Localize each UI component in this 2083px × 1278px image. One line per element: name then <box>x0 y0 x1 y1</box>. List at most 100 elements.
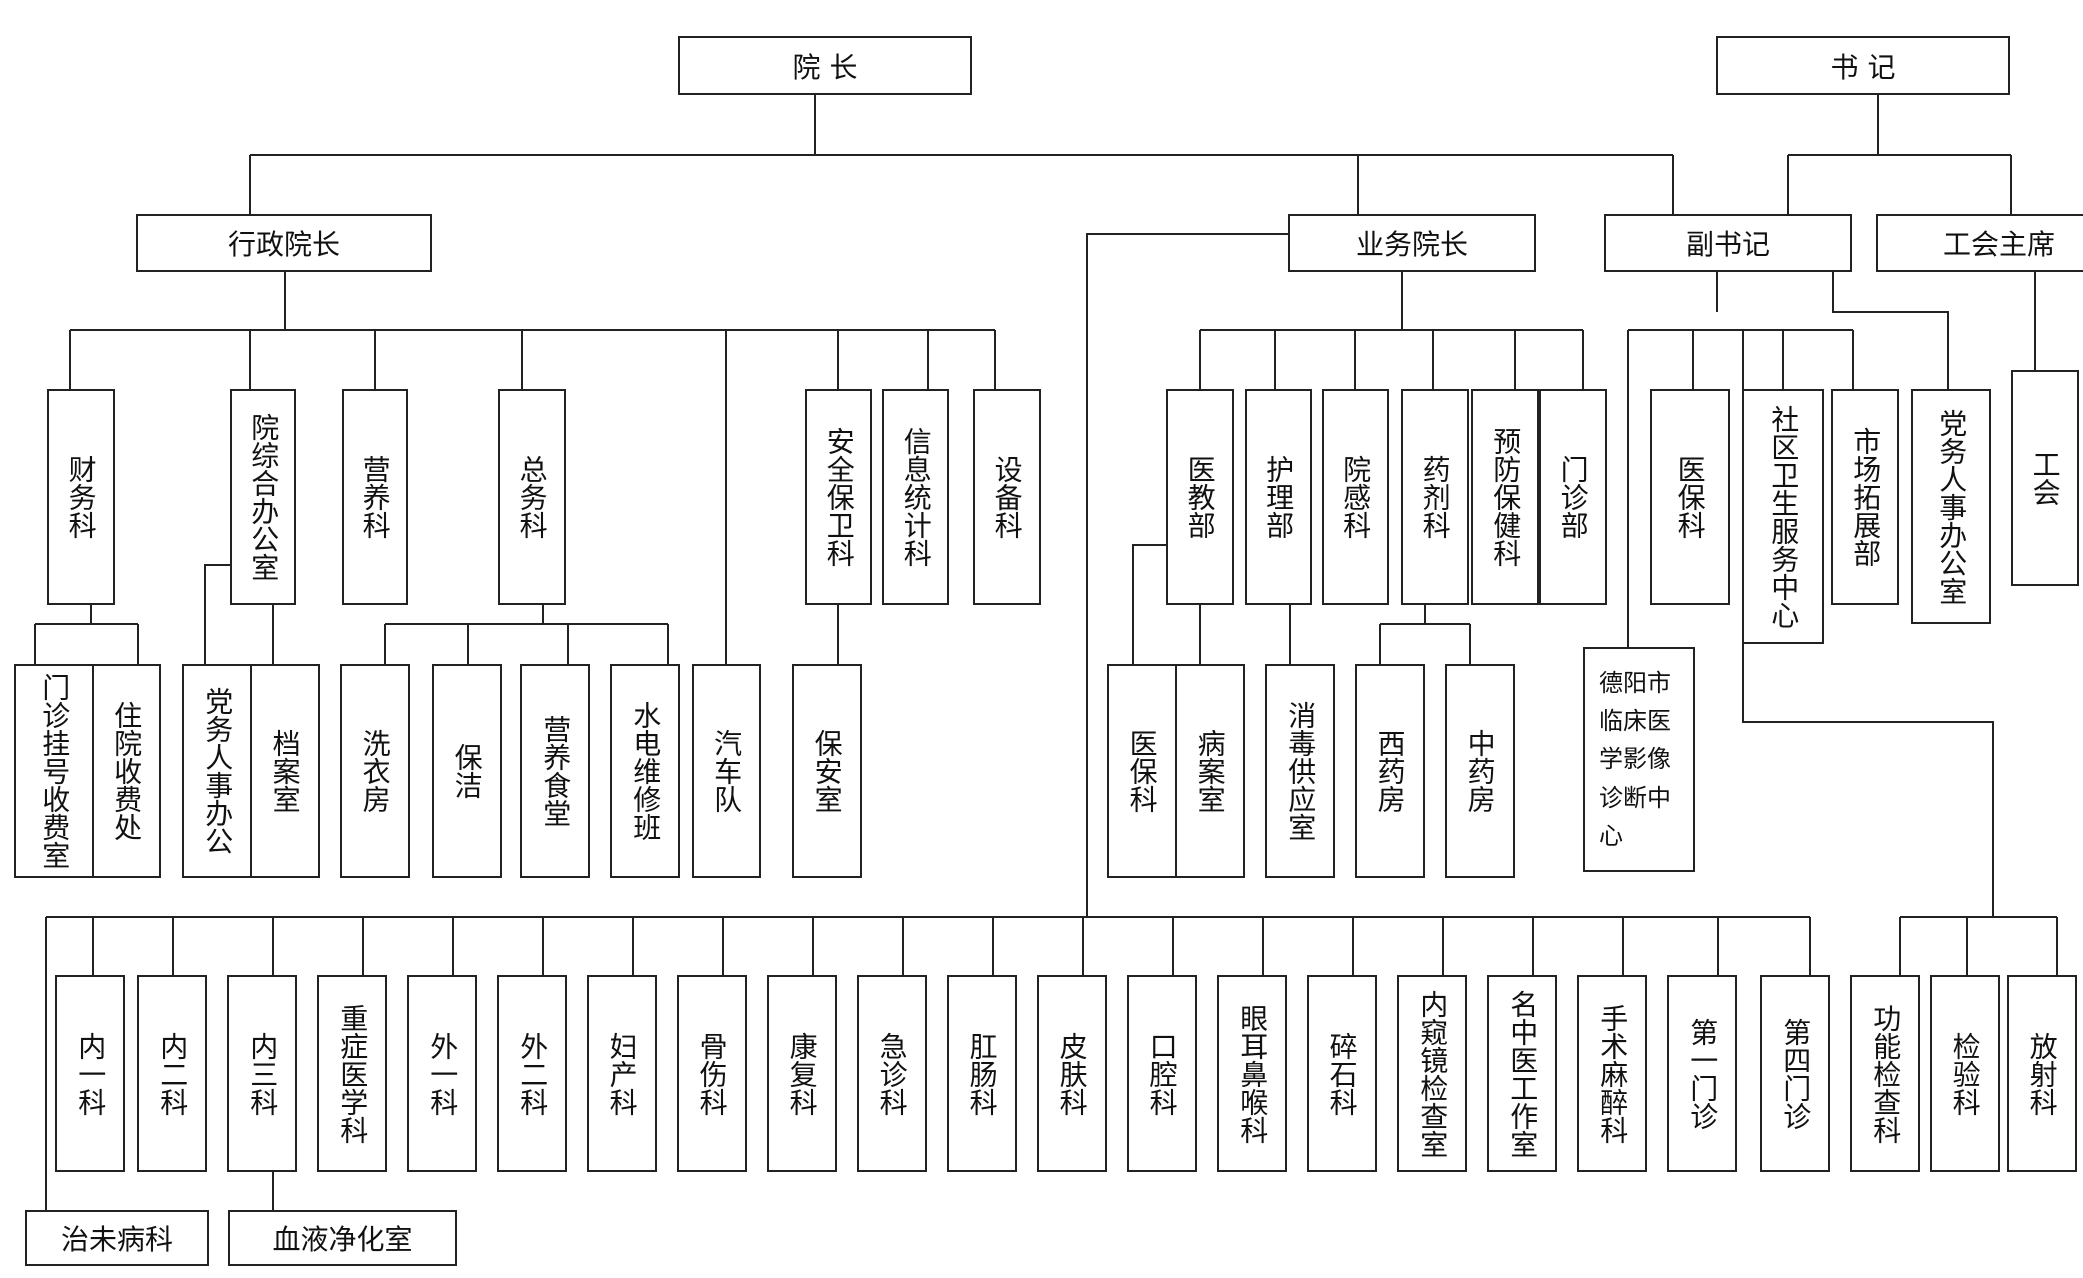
node-xueye-jinghua: 血液净化室 <box>228 1210 457 1266</box>
node-waier: 外二科 <box>497 975 567 1172</box>
node-mingzhongyi: 名中医工作室 <box>1487 975 1557 1172</box>
node-label: 院综合办公室 <box>247 413 281 581</box>
node-label: 安全保卫科 <box>822 427 856 567</box>
node-label: 工会 <box>2028 450 2062 506</box>
node-yaoji: 药剂科 <box>1401 389 1469 605</box>
node-dangwu-renshi: 党务人事办公室 <box>1911 389 1991 624</box>
node-kangfu: 康复科 <box>767 975 837 1172</box>
node-label: 工会主席 <box>1942 228 2055 261</box>
node-fuchan: 妇产科 <box>587 975 657 1172</box>
node-label: 第四门诊 <box>1779 1017 1813 1130</box>
node-label: 营养科 <box>358 455 392 539</box>
node-label: 党务人事办公室 <box>1935 408 1969 605</box>
node-label: 护理部 <box>1262 455 1296 539</box>
node-label: 营养食堂 <box>539 715 573 827</box>
node-yufang-baojian: 预防保健科 <box>1471 389 1539 605</box>
node-gushang: 骨伤科 <box>677 975 747 1172</box>
node-label: 内一科 <box>74 1031 108 1116</box>
node-label: 保洁 <box>450 743 484 799</box>
node-label: 洗衣房 <box>358 729 392 813</box>
node-neiyi: 内一科 <box>55 975 125 1172</box>
node-zhiweibing: 治未病科 <box>25 1210 209 1266</box>
node-label: 预防保健科 <box>1489 427 1523 567</box>
node-label: 口腔科 <box>1145 1031 1179 1116</box>
node-label: 内二科 <box>156 1031 190 1116</box>
node-xinxi-tongji: 信息统计科 <box>882 389 949 605</box>
node-shequ-weisheng: 社区卫生服务中心 <box>1742 389 1824 644</box>
node-shoushu-mazui: 手术麻醉科 <box>1577 975 1647 1172</box>
node-label: 药剂科 <box>1418 455 1452 539</box>
node-label: 康复科 <box>785 1031 819 1116</box>
node-xiaodu-gongying: 消毒供应室 <box>1265 664 1335 878</box>
node-label: 治未病科 <box>60 1223 173 1256</box>
node-label: 院 长 <box>792 50 858 84</box>
node-neier: 内二科 <box>137 975 207 1172</box>
node-hulibu: 护理部 <box>1245 389 1312 605</box>
node-label: 财务科 <box>64 455 98 539</box>
node-jizhen: 急诊科 <box>857 975 927 1172</box>
node-yewu-yuanzhang: 业务院长 <box>1288 214 1536 272</box>
node-label: 急诊科 <box>875 1031 909 1116</box>
node-label: 医保科 <box>1673 455 1707 539</box>
node-label: 门诊部 <box>1556 455 1590 539</box>
node-label: 检验科 <box>1948 1031 1982 1116</box>
node-shebei: 设备科 <box>973 389 1041 605</box>
node-label: 名中医工作室 <box>1506 989 1540 1158</box>
node-kouqiang: 口腔科 <box>1127 975 1197 1172</box>
node-yingyang-shitang: 营养食堂 <box>520 664 590 878</box>
node-xiyaofang: 西药房 <box>1355 664 1425 878</box>
node-label: 党务人事办公 <box>201 687 235 855</box>
node-label: 消毒供应室 <box>1284 701 1318 841</box>
node-label: 骨伤科 <box>695 1031 729 1116</box>
node-yanerbihou: 眼耳鼻喉科 <box>1217 975 1287 1172</box>
node-label: 病案室 <box>1193 729 1227 813</box>
node-shichang-tuozhan: 市场拓展部 <box>1831 389 1899 605</box>
node-caiwu: 财务科 <box>47 389 115 605</box>
node-fushuji: 副书记 <box>1604 214 1852 272</box>
node-zonghe-bangongshi: 院综合办公室 <box>230 389 296 605</box>
node-dangwu-renshi-bangong: 党务人事办公 <box>182 664 252 878</box>
node-yibao-ke: 医保科 <box>1107 664 1177 878</box>
node-yijiaobu: 医教部 <box>1166 389 1234 605</box>
node-zhongyaofang: 中药房 <box>1445 664 1515 878</box>
node-label: 市场拓展部 <box>1849 427 1883 567</box>
node-label: 德阳市临床医学影像诊断中心 <box>1599 668 1671 851</box>
node-disi-menzhen: 第四门诊 <box>1760 975 1830 1172</box>
node-label: 档案室 <box>268 729 302 813</box>
node-label: 业务院长 <box>1355 228 1468 261</box>
node-label: 行政院长 <box>227 228 340 261</box>
node-label: 信息统计科 <box>899 427 933 567</box>
node-label: 书 记 <box>1830 50 1896 84</box>
node-label: 皮肤科 <box>1055 1031 1089 1116</box>
node-suishi: 碎石科 <box>1307 975 1377 1172</box>
node-baojie: 保洁 <box>432 664 502 878</box>
node-shuidian-weixiu: 水电维修班 <box>610 664 680 878</box>
node-shuji: 书 记 <box>1716 36 2010 95</box>
node-neikuijing: 内窥镜检查室 <box>1397 975 1467 1172</box>
node-zhongzheng: 重症医学科 <box>317 975 387 1172</box>
node-danganshi: 档案室 <box>250 664 320 878</box>
node-label: 内窥镜检查室 <box>1416 989 1450 1158</box>
node-label: 血液净化室 <box>272 1223 413 1256</box>
node-deyang-yingxiang: 德阳市临床医学影像诊断中心 <box>1583 647 1695 872</box>
node-label: 设备科 <box>990 455 1024 539</box>
node-zongwu: 总务科 <box>498 389 566 605</box>
node-binganshi: 病案室 <box>1175 664 1245 878</box>
node-label: 西药房 <box>1373 729 1407 813</box>
node-label: 门诊挂号收费室 <box>38 673 72 869</box>
node-label: 内三科 <box>246 1031 280 1116</box>
node-label: 汽车队 <box>710 729 744 813</box>
node-jianyan: 检验科 <box>1930 975 2000 1172</box>
node-label: 重症医学科 <box>336 1003 370 1144</box>
node-yingyang: 营养科 <box>342 389 408 605</box>
node-gangchang: 肛肠科 <box>947 975 1017 1172</box>
node-label: 肛肠科 <box>965 1031 999 1116</box>
node-baoanshi: 保安室 <box>792 664 862 878</box>
node-fangshe: 放射科 <box>2007 975 2077 1172</box>
node-neisan: 内三科 <box>227 975 297 1172</box>
node-zhuyuan-shoufei: 住院收费处 <box>92 664 161 878</box>
node-label: 眼耳鼻喉科 <box>1236 1003 1270 1144</box>
node-label: 放射科 <box>2025 1031 2059 1116</box>
node-label: 中药房 <box>1463 729 1497 813</box>
